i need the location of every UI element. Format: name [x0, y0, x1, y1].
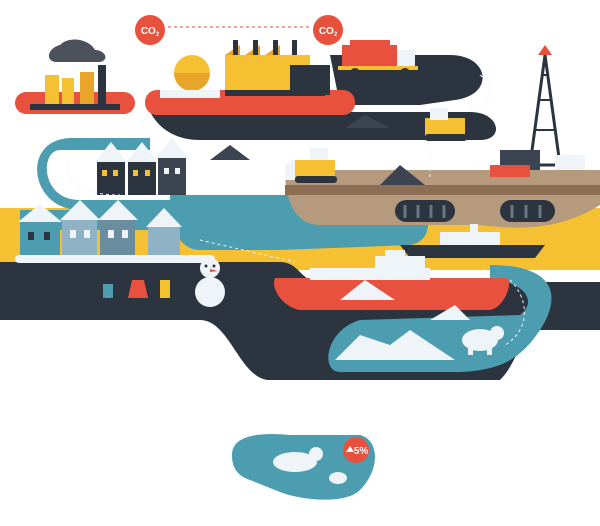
skater-icon — [128, 269, 148, 309]
pipeline-icon — [395, 200, 555, 222]
route-arrow — [504, 279, 525, 346]
factory-icon — [15, 39, 135, 114]
iceberg-icon — [335, 330, 455, 360]
snow-ground — [15, 255, 215, 263]
co2-badge-left: CO2 — [135, 15, 165, 45]
co2-badge-right: CO2 — [313, 15, 343, 45]
coal-pile-icon — [210, 145, 250, 160]
svg-text:CO2: CO2 — [141, 26, 160, 38]
route-arrow — [67, 159, 121, 196]
stat-badge-circle — [343, 437, 369, 463]
road-upper — [150, 111, 497, 140]
house-icon — [18, 200, 182, 260]
ship-icon — [400, 224, 545, 258]
co2-badge-left-label: CO — [141, 26, 156, 37]
polar-bear-stat-value: 5% — [354, 446, 369, 457]
polar-bear-icon — [273, 452, 317, 472]
polar-bear-stat-badge: 5% — [232, 434, 375, 500]
skater-icon — [99, 273, 117, 309]
arrow-up-icon — [346, 446, 354, 452]
truck-icon — [338, 40, 418, 78]
ship-icon — [274, 250, 510, 310]
house-icon — [95, 138, 188, 195]
mine-soil — [285, 185, 600, 195]
coal-pile-icon — [345, 115, 390, 128]
polar-bear-icon — [462, 326, 504, 355]
polar-bear-cub-icon — [329, 472, 347, 484]
co2-badge-left-subscript: 2 — [156, 32, 160, 38]
snowman-icon — [184, 258, 236, 307]
svg-text:CO2: CO2 — [319, 26, 338, 38]
oil-rig-icon — [490, 45, 585, 177]
coal-pile-icon — [380, 165, 425, 185]
iceberg-icon — [340, 280, 395, 300]
co2-badge-right-label: CO — [319, 26, 334, 37]
route-arrow — [469, 74, 492, 111]
polar-bear-head — [309, 447, 323, 461]
refinery-icon — [145, 40, 355, 115]
iceberg-icon — [430, 305, 470, 320]
bulldozer-icon — [425, 108, 467, 141]
skater-icon — [159, 269, 172, 309]
bulldozer-icon — [285, 148, 337, 183]
route-arrow — [199, 239, 296, 263]
co2-badge-right-subscript: 2 — [334, 32, 338, 38]
